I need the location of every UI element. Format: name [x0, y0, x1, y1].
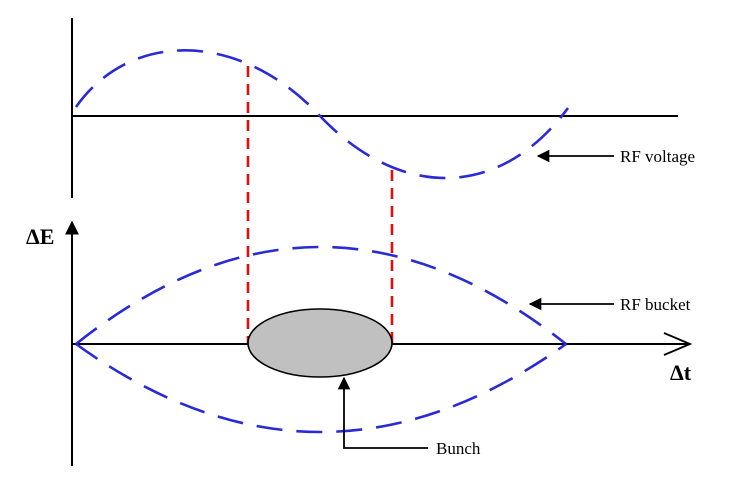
- delta-e-axis-label: ΔE: [26, 224, 54, 249]
- delta-t-arrowhead: [663, 332, 693, 356]
- rf-voltage-curve: [74, 49, 570, 180]
- rf-bucket-label: RF bucket: [620, 295, 691, 314]
- bunch-label: Bunch: [436, 439, 481, 458]
- bunch-ellipse: [247, 308, 393, 378]
- rf-voltage-label: RF voltage: [620, 147, 695, 166]
- rf-bucket-lower-curve: [75, 342, 567, 434]
- delta-t-axis-label: Δt: [670, 360, 692, 385]
- rf-bucket-upper-curve: [75, 245, 567, 346]
- bunch-pointer: [337, 376, 428, 449]
